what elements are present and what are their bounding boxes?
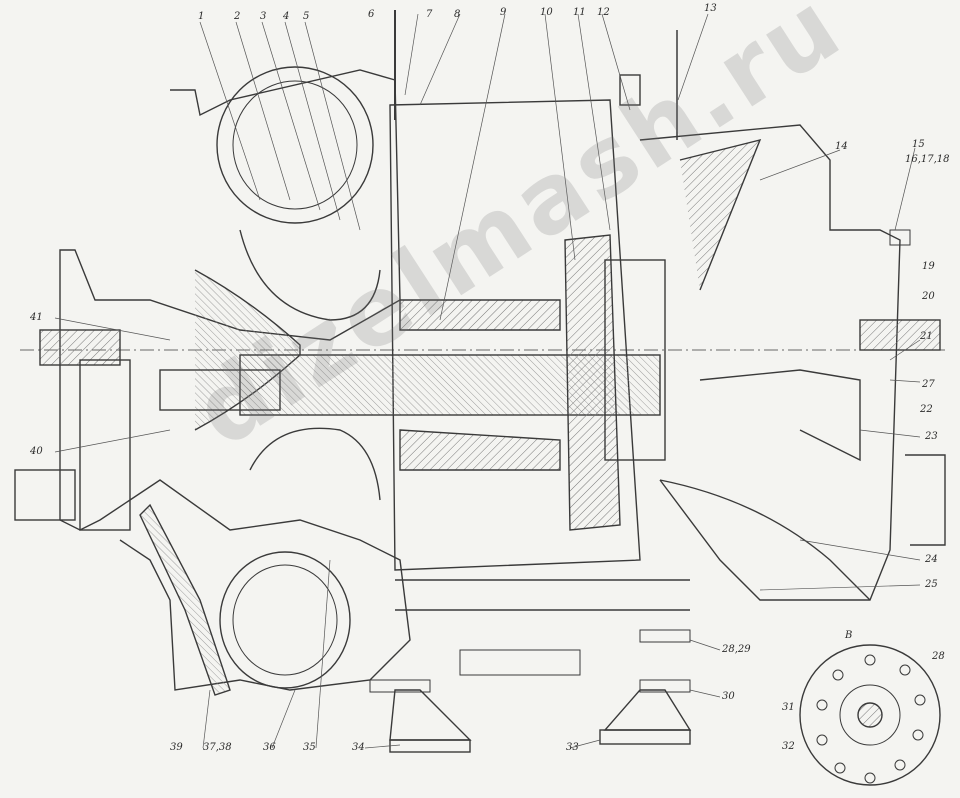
callout-25: 25: [925, 579, 938, 590]
drain-pipe: [905, 454, 946, 546]
callout-1: 1: [198, 11, 205, 22]
callout-33: 33: [566, 742, 579, 753]
callout-35: 35: [303, 742, 316, 753]
callout-24: 24: [925, 554, 938, 565]
exhaust-outlet: [659, 479, 871, 601]
callout-22: 22: [920, 404, 933, 415]
callout-23: 23: [925, 431, 938, 442]
upper-volute: [216, 66, 374, 224]
nozzle-ring: [679, 138, 762, 291]
callout-8: 8: [454, 9, 461, 20]
left-support-foot: [389, 689, 472, 741]
turbine-exhaust-casing: [699, 369, 861, 462]
callout-4: 4: [283, 11, 290, 22]
turbine-blades: [604, 259, 666, 461]
callout-2: 2: [234, 11, 241, 22]
callout-15: 15: [912, 139, 925, 150]
callout-39: 39: [170, 742, 183, 753]
callout-10: 10: [540, 7, 553, 18]
upper-diffuser: [239, 229, 381, 321]
callout-31: 31: [782, 702, 795, 713]
callout-20: 20: [922, 291, 935, 302]
detail-view-b: [799, 644, 941, 786]
callout-19: 19: [922, 261, 935, 272]
callout-30: 30: [722, 691, 735, 702]
callout-view-b: B: [845, 630, 853, 641]
callout-27: 27: [922, 379, 935, 390]
callout-7: 7: [426, 9, 433, 20]
callout-5: 5: [303, 11, 310, 22]
callout-32: 32: [782, 741, 795, 752]
callout-28-29: 28,29: [722, 644, 751, 655]
right-support-foot: [603, 689, 692, 731]
callout-13: 13: [704, 3, 717, 14]
callout-14: 14: [835, 141, 848, 152]
callout-40: 40: [30, 446, 43, 457]
callout-28-detail: 28: [932, 651, 945, 662]
callout-34: 34: [352, 742, 365, 753]
outlet-flange: [859, 319, 941, 351]
compressor-wheel: [194, 269, 301, 431]
callout-11: 11: [573, 7, 586, 18]
lower-volute: [219, 551, 351, 689]
turbine-casing: [639, 124, 901, 601]
callout-12: 12: [597, 7, 610, 18]
drain-tube: [139, 503, 231, 696]
callout-16-17-18: 16,17,18: [905, 154, 950, 165]
callout-21: 21: [920, 331, 933, 342]
callout-37-38: 37,38: [203, 742, 232, 753]
lower-diffuser: [249, 427, 381, 501]
turbine-disc: [564, 234, 621, 531]
inlet-cover: [79, 359, 131, 531]
inlet-pipe: [14, 469, 76, 521]
callout-36: 36: [263, 742, 276, 753]
bearing-left: [159, 369, 281, 411]
callout-41: 41: [30, 312, 43, 323]
callout-3: 3: [260, 11, 267, 22]
callout-6: 6: [368, 9, 375, 20]
callout-9: 9: [500, 7, 507, 18]
